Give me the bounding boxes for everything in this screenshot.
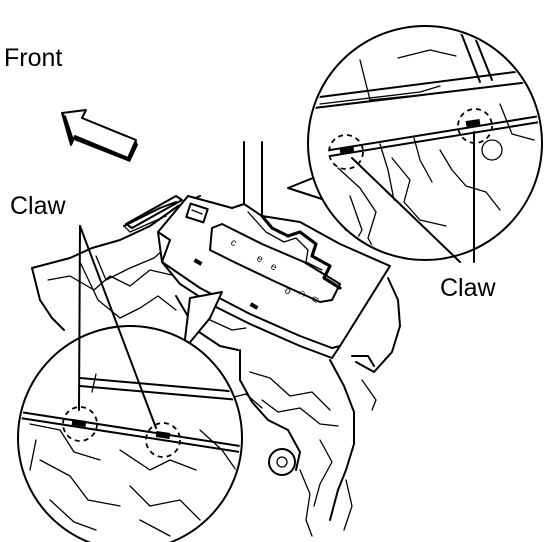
claw-label-left: Claw <box>10 192 67 220</box>
front-label: Front <box>4 44 62 72</box>
front-arrow-icon <box>61 109 138 162</box>
gear-mark: e <box>269 261 280 274</box>
claw-label-right: Claw <box>440 274 497 302</box>
gear-mark: e <box>255 253 266 266</box>
detail-callout-bottom-left <box>17 225 243 542</box>
shift-indicator-panel: c e e o ∩ ⊂ <box>125 195 391 359</box>
gear-mark: ∩ <box>297 287 309 300</box>
gear-mark: o <box>283 285 294 298</box>
detail-callout-top-right <box>287 25 543 263</box>
gear-mark: c <box>229 237 239 249</box>
